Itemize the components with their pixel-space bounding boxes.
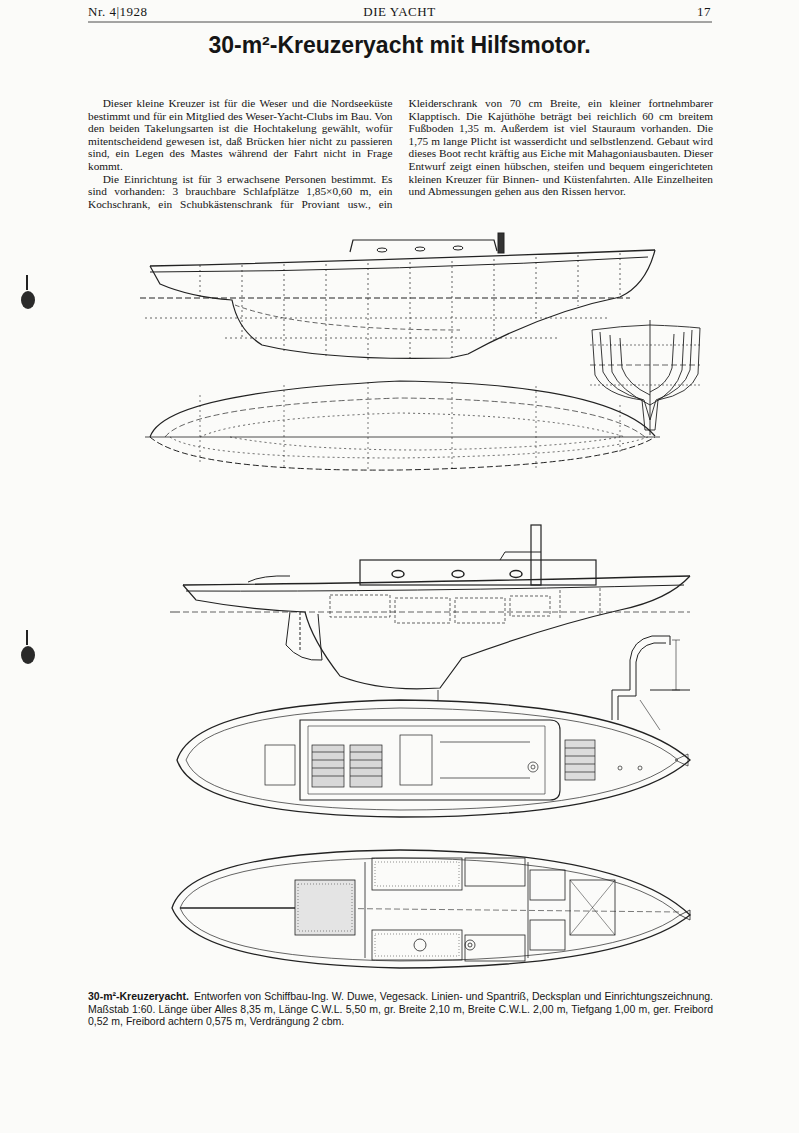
magazine-name: DIE YACHT xyxy=(0,4,799,20)
issue-number: Nr. 4|1928 xyxy=(88,4,148,20)
article-text: Dieser kleine Kreuzer ist für die Weser … xyxy=(88,97,713,210)
article-paragraph: Dieser kleine Kreuzer ist für die Weser … xyxy=(88,97,393,173)
page-number: 17 xyxy=(697,4,711,20)
page-title: 30-m²-Kreuzeryacht mit Hilfsmotor. xyxy=(0,32,799,59)
caption-lead: 30-m²-Kreuzeryacht. xyxy=(88,990,189,1002)
figure-caption: 30-m²-Kreuzeryacht.Entworfen von Schiffb… xyxy=(88,990,713,1028)
